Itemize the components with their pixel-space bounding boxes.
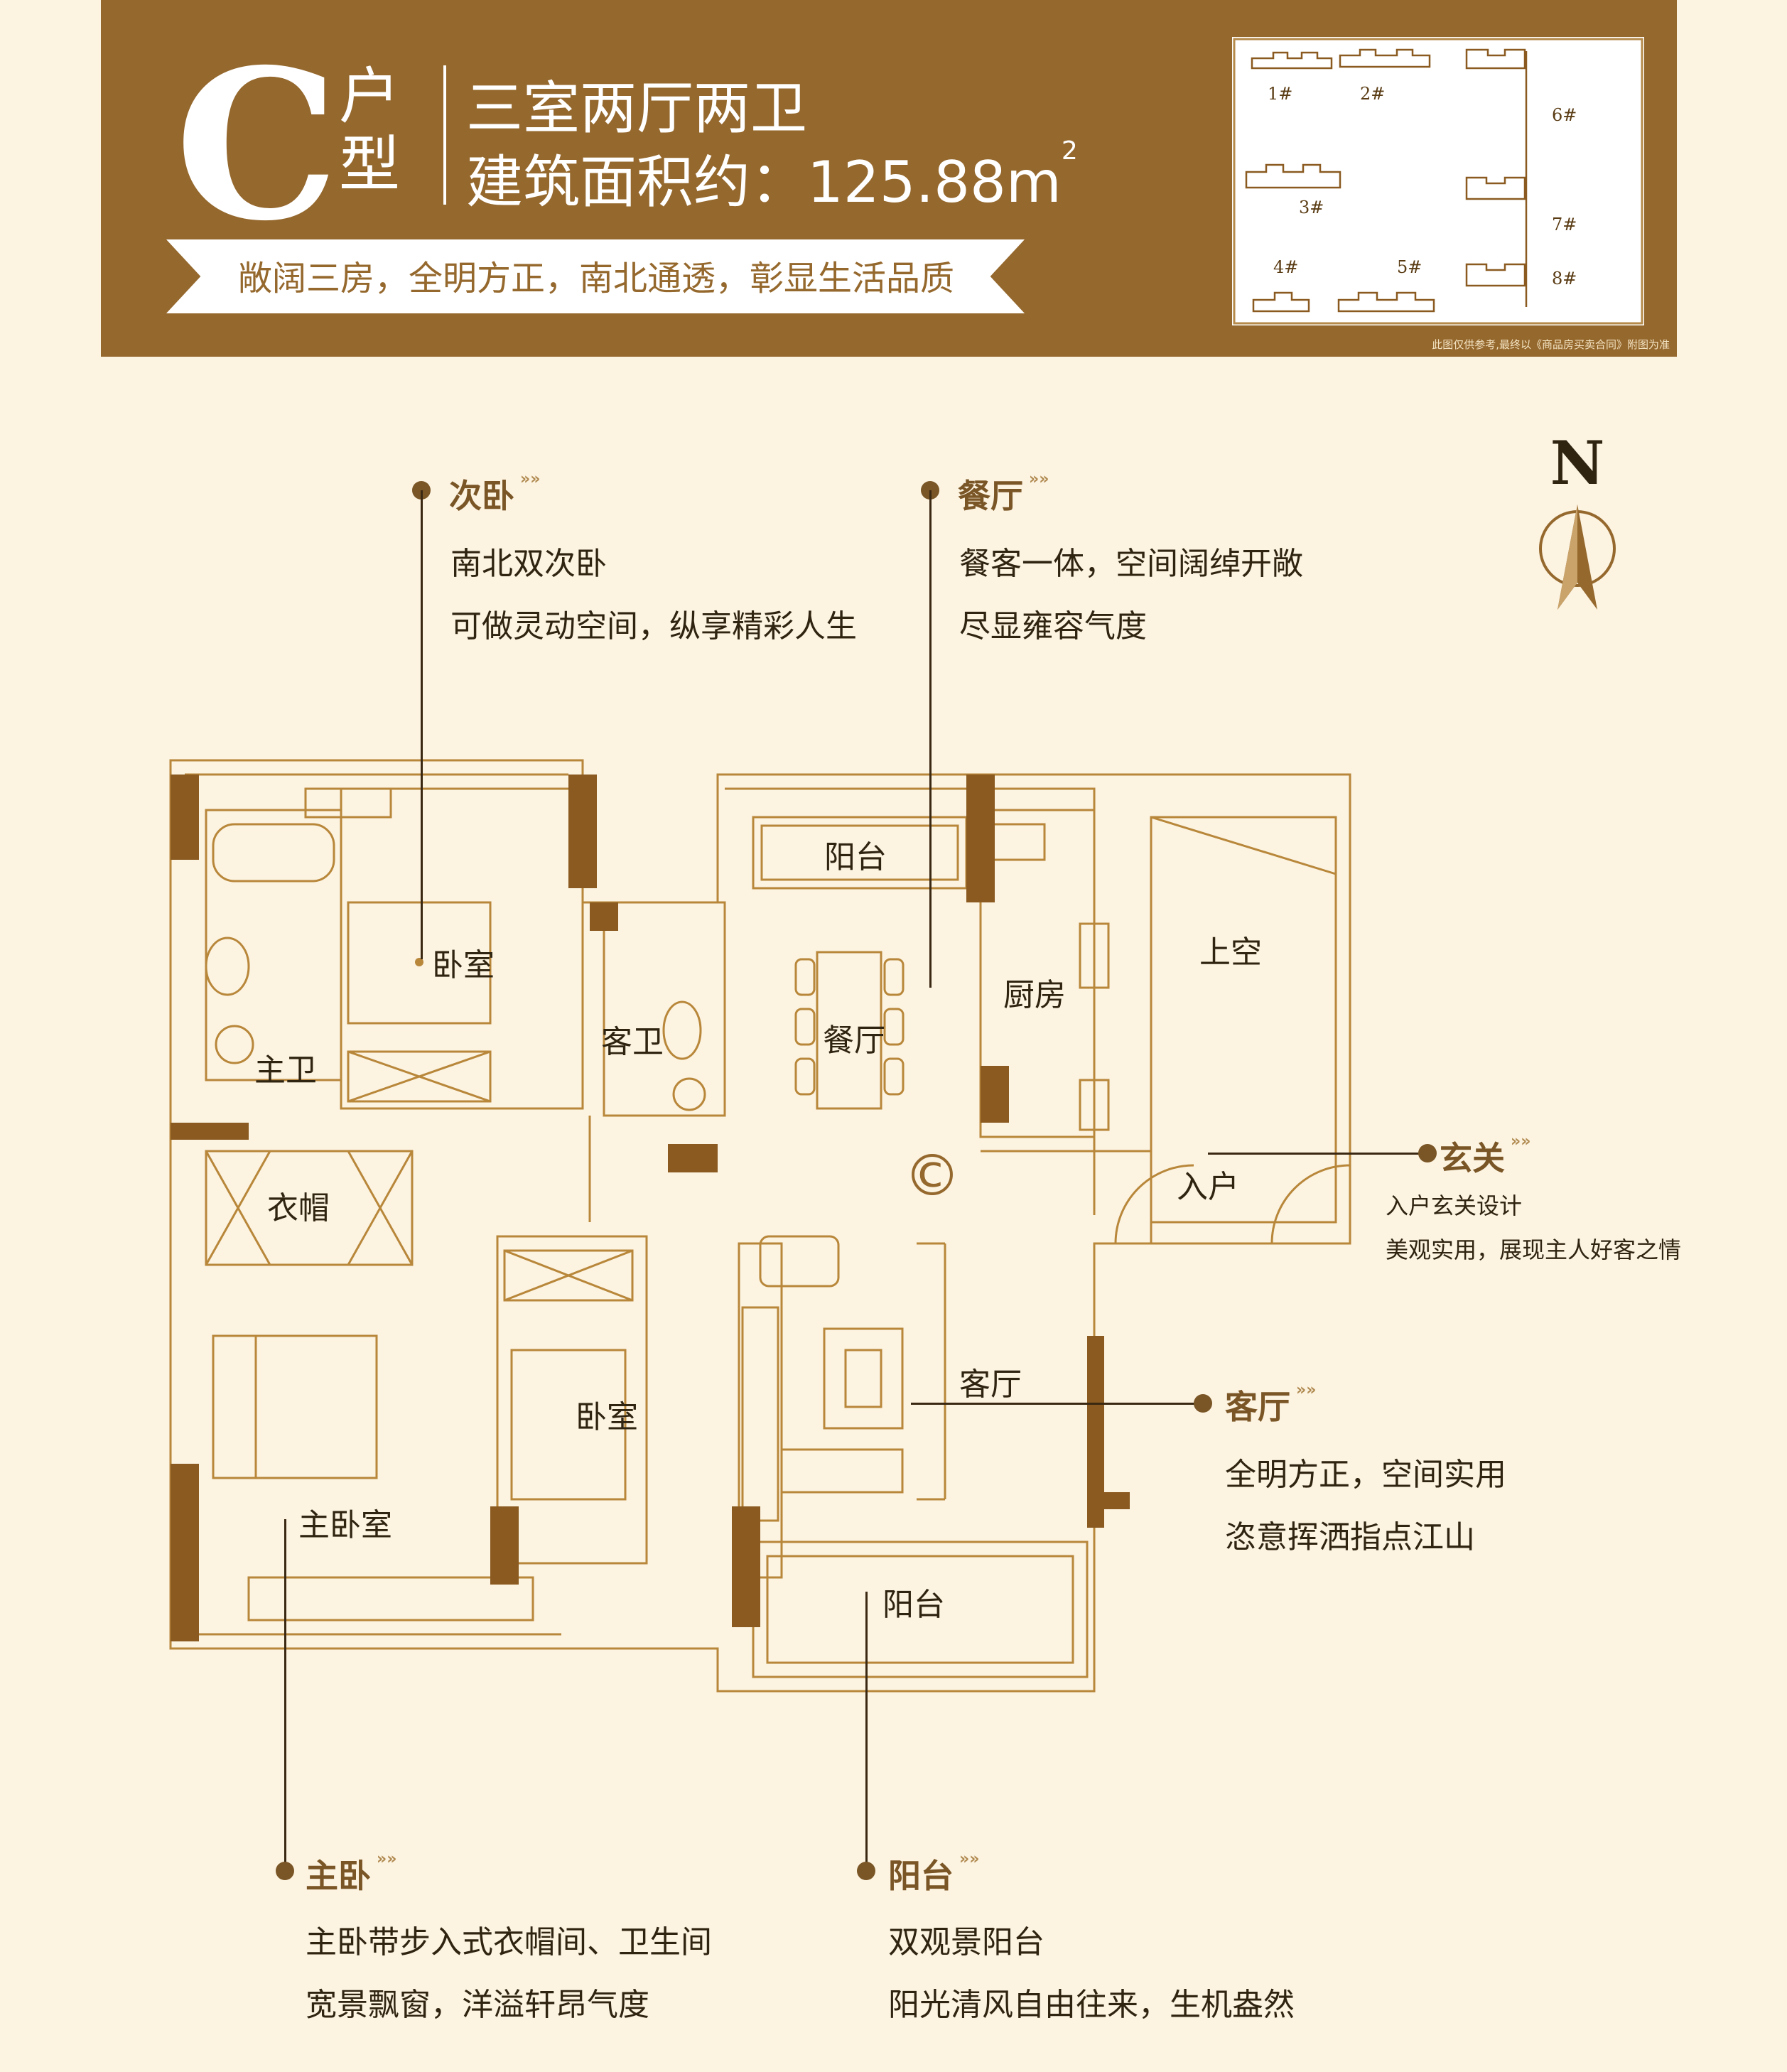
callout-title-dining-text: 餐厅	[958, 477, 1023, 515]
unit-suffix: 户 型	[334, 63, 405, 199]
unit-suffix-1: 户	[339, 61, 400, 132]
callout-dot-foyer	[1418, 1144, 1437, 1162]
room-void: 上空	[1199, 934, 1262, 971]
room-closet: 衣帽	[267, 1190, 330, 1226]
layout-title: 三室两厅两卫	[466, 75, 807, 141]
room-balcony-south: 阳台	[882, 1587, 945, 1623]
unit-suffix-2: 型	[339, 129, 400, 200]
callout-living-line-2: 恣意挥洒指点江山	[1225, 1519, 1475, 1555]
room-living: 客厅	[959, 1366, 1022, 1403]
chevron-icon: »»	[377, 1850, 397, 1868]
callout-line-foyer	[1208, 1153, 1421, 1155]
room-bedroom-north: 卧室	[432, 947, 495, 983]
chevron-icon: »»	[520, 470, 541, 488]
callout-desc-balcony: 双观景阳台 阳光清风自由往来，生机盎然	[888, 1911, 1295, 2036]
bldg-4-label: 4#	[1273, 257, 1298, 277]
area-label: 建筑面积约：125.88m2	[466, 136, 1078, 219]
callout-master-line-1: 主卧带步入式衣帽间、卫生间	[306, 1924, 712, 1960]
callout-line-dining	[929, 490, 932, 988]
callout-desc-dining: 餐客一体，空间阔绰开敞 尽显雍容气度	[959, 533, 1303, 658]
callout-line-secondary	[421, 490, 423, 959]
header-divider	[443, 65, 446, 205]
chevron-icon: »»	[1029, 470, 1049, 488]
callout-dot-balcony	[857, 1862, 875, 1880]
bldg-8-label: 8#	[1552, 269, 1577, 288]
bldg-2-label: 2#	[1360, 84, 1385, 104]
callout-title-secondary: 次卧 »»	[449, 470, 540, 517]
callout-line-living	[911, 1403, 1195, 1405]
area-text: 建筑面积约：125.88m	[466, 149, 1062, 215]
room-marker	[415, 958, 423, 966]
callout-dot-living	[1194, 1394, 1212, 1413]
callout-secondary-line-2: 可做灵动空间，纵享精彩人生	[450, 608, 857, 644]
floor-plan	[169, 759, 1351, 1693]
unit-letter: C	[175, 25, 339, 266]
bldg-7-label: 7#	[1552, 215, 1577, 234]
site-plan-graphic: 1# 2# 3# 4# 5# 6# 7# 8#	[1233, 38, 1643, 325]
compass-icon	[1539, 504, 1616, 610]
callout-desc-secondary: 南北双次卧 可做灵动空间，纵享精彩人生	[450, 533, 857, 658]
callout-living-line-1: 全明方正，空间实用	[1225, 1457, 1506, 1493]
callout-title-living-text: 客厅	[1225, 1388, 1290, 1426]
callout-foyer-line-2: 美观实用，展现主人好客之情	[1386, 1236, 1682, 1263]
room-guest-bath: 客卫	[601, 1024, 664, 1060]
callout-title-master: 主卧 »»	[306, 1850, 396, 1897]
room-master-bath: 主卫	[254, 1052, 317, 1089]
room-entry: 入户	[1177, 1169, 1239, 1205]
callout-dining-line-1: 餐客一体，空间阔绰开敞	[959, 546, 1303, 582]
room-dining: 餐厅	[823, 1022, 885, 1059]
area-sup: 2	[1061, 136, 1078, 166]
callout-dot-master	[276, 1862, 294, 1880]
bldg-1-label: 1#	[1268, 84, 1292, 104]
copyright-mark: ©	[904, 1143, 961, 1209]
slogan-banner	[166, 239, 1025, 313]
callout-desc-master: 主卧带步入式衣帽间、卫生间 宽景飘窗，洋溢轩昂气度	[306, 1911, 712, 2036]
callout-balcony-line-2: 阳光清风自由往来，生机盎然	[888, 1987, 1295, 2023]
bldg-6-label: 6#	[1552, 105, 1577, 125]
callout-title-dining: 餐厅 »»	[958, 470, 1049, 517]
callout-title-master-text: 主卧	[306, 1857, 371, 1895]
callout-desc-foyer: 入户玄关设计 美观实用，展现主人好客之情	[1386, 1184, 1681, 1272]
chevron-icon: »»	[1296, 1381, 1317, 1399]
room-kitchen: 厨房	[1003, 977, 1066, 1013]
compass-label: N	[1550, 428, 1605, 498]
callout-title-foyer: 玄关 »»	[1440, 1133, 1530, 1180]
chevron-icon: »»	[1511, 1133, 1531, 1150]
callout-line-balcony	[865, 1592, 868, 1870]
callout-balcony-line-1: 双观景阳台	[888, 1924, 1044, 1960]
callout-title-foyer-text: 玄关	[1440, 1139, 1505, 1177]
callout-secondary-line-1: 南北双次卧	[450, 546, 607, 582]
callout-master-line-2: 宽景飘窗，洋溢轩昂气度	[306, 1987, 649, 2023]
room-master-bedroom: 主卧室	[298, 1507, 392, 1543]
callout-desc-living: 全明方正，空间实用 恣意挥洒指点江山	[1225, 1444, 1506, 1569]
callout-line-master	[284, 1519, 286, 1870]
callout-title-living: 客厅 »»	[1225, 1381, 1316, 1428]
chevron-icon: »»	[959, 1850, 980, 1868]
bldg-5-label: 5#	[1397, 257, 1422, 277]
room-bedroom-south: 卧室	[576, 1399, 638, 1435]
disclaimer-note: 此图仅供参考,最终以《商品房买卖合同》附图为准	[1432, 338, 1670, 351]
bldg-3-label: 3#	[1299, 198, 1324, 217]
callout-dining-line-2: 尽显雍容气度	[959, 608, 1147, 644]
slogan-text: 敞阔三房，全明方正，南北通透，彰显生活品质	[237, 259, 954, 298]
callout-title-secondary-text: 次卧	[449, 477, 514, 515]
callout-title-balcony-text: 阳台	[888, 1857, 954, 1895]
room-balcony-north: 阳台	[824, 839, 887, 875]
callout-foyer-line-1: 入户玄关设计	[1386, 1192, 1523, 1219]
site-plan: 1# 2# 3# 4# 5# 6# 7# 8#	[1232, 37, 1644, 325]
callout-title-balcony: 阳台 »»	[888, 1850, 979, 1897]
